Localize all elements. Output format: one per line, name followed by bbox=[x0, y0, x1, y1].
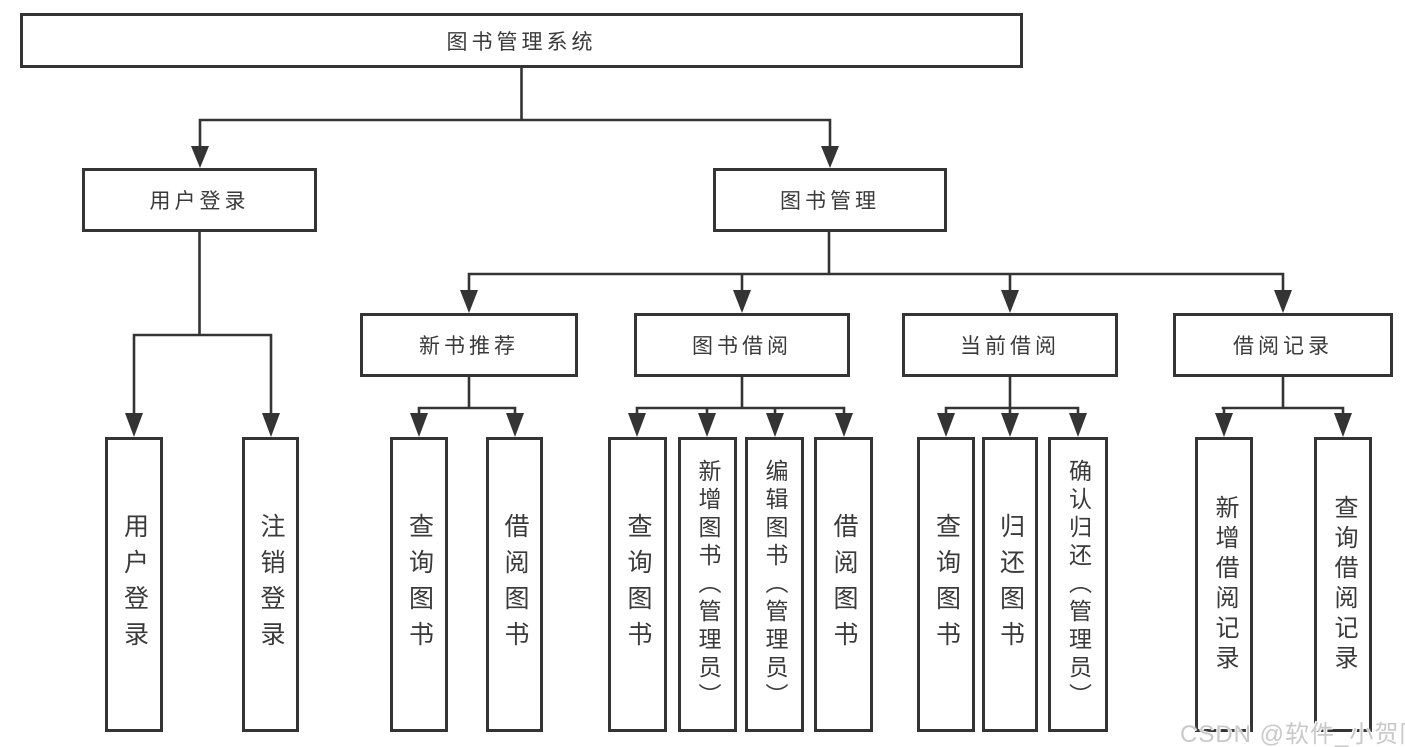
node-new-book-recommendation: 新书推荐 bbox=[360, 313, 578, 377]
watermark-text: CSDN @软件_小贺同学 bbox=[1180, 721, 1405, 747]
leaf-return-books: 归还图书 bbox=[982, 437, 1038, 732]
node-library-system: 图书管理系统 bbox=[20, 13, 1023, 68]
leaf-user-login: 用户登录 bbox=[105, 437, 163, 732]
node-current-borrowing: 当前借阅 bbox=[902, 313, 1118, 377]
node-book-management: 图书管理 bbox=[713, 168, 947, 232]
node-borrowing-records: 借阅记录 bbox=[1173, 313, 1393, 377]
leaf-query-books-3: 查询图书 bbox=[917, 437, 975, 732]
node-book-borrowing: 图书借阅 bbox=[634, 313, 850, 377]
leaf-borrow-books-2: 借阅图书 bbox=[814, 437, 873, 732]
leaf-confirm-return-admin: 确认归还（管理员） bbox=[1048, 437, 1108, 732]
leaf-borrow-books-1: 借阅图书 bbox=[486, 437, 543, 732]
node-user-login: 用户登录 bbox=[82, 168, 317, 232]
leaf-add-borrow-record: 新增借阅记录 bbox=[1195, 437, 1253, 732]
leaf-query-borrow-record: 查询借阅记录 bbox=[1314, 437, 1372, 732]
leaf-query-books-1: 查询图书 bbox=[390, 437, 448, 732]
leaf-logout: 注销登录 bbox=[242, 437, 299, 732]
leaf-edit-books-admin: 编辑图书（管理员） bbox=[745, 437, 804, 732]
leaf-query-books-2: 查询图书 bbox=[608, 437, 667, 732]
leaf-add-books-admin: 新增图书（管理员） bbox=[678, 437, 737, 732]
